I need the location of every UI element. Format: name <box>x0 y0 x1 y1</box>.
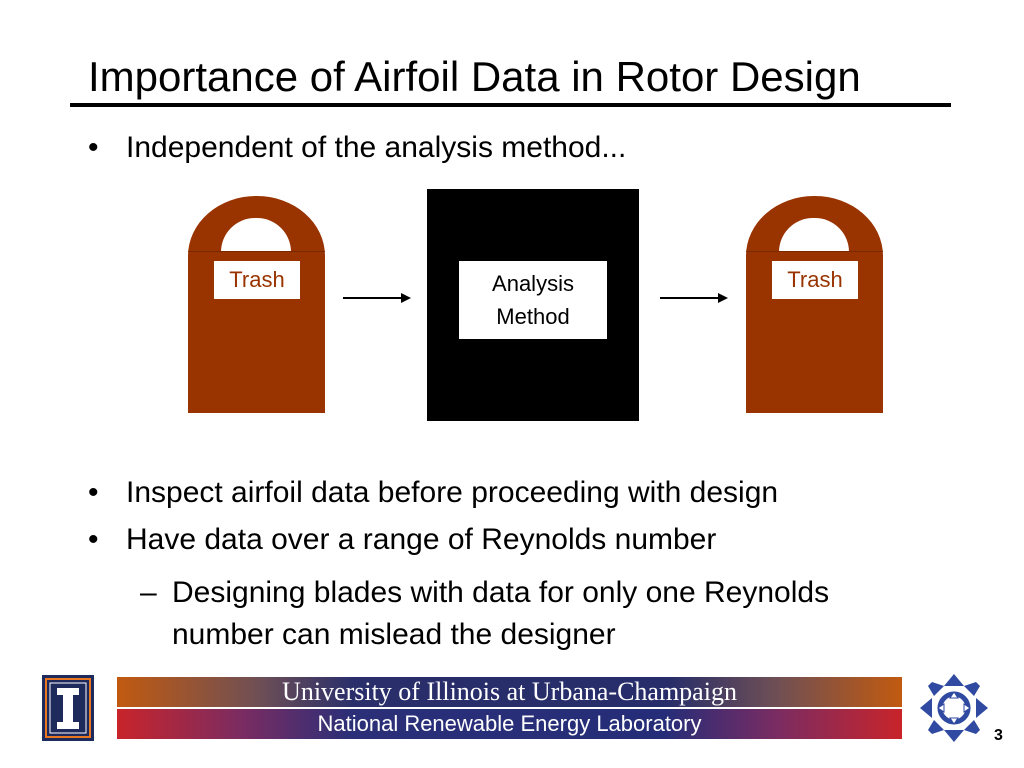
bullet-glyph: • <box>88 523 99 556</box>
trash-can-input: Trash <box>188 196 325 413</box>
trash-label-input: Trash <box>214 261 300 299</box>
bullet-glyph: • <box>88 131 99 164</box>
nrel-banner: National Renewable Energy Laboratory <box>117 709 902 739</box>
analysis-method-box: Analysis Method <box>427 189 639 421</box>
bullet-text: Have data over a range of Reynolds numbe… <box>126 523 717 556</box>
sub-bullet-glyph: – <box>140 576 157 609</box>
trash-can-lid-line <box>746 251 883 252</box>
banner-separator <box>117 707 902 709</box>
title-underline <box>70 103 951 107</box>
trash-can-handle-icon <box>779 218 849 252</box>
slide-title: Importance of Airfoil Data in Rotor Desi… <box>88 53 861 100</box>
bullet-text: Inspect airfoil data before proceeding w… <box>126 476 779 509</box>
arrow-right-icon <box>660 293 728 303</box>
analysis-method-label: Analysis Method <box>459 261 607 339</box>
bullet-glyph: • <box>88 476 99 509</box>
trash-can-handle-icon <box>221 218 291 252</box>
trash-label-output: Trash <box>772 261 858 299</box>
sub-bullet-text: Designing blades with data for only one … <box>172 576 830 651</box>
trash-can-output: Trash <box>746 196 883 413</box>
nrel-logo-icon <box>920 674 988 742</box>
illinois-i-logo-icon <box>42 675 94 741</box>
university-banner: University of Illinois at Urbana-Champai… <box>117 677 902 707</box>
trash-can-lid-line <box>188 251 325 252</box>
arrow-right-icon <box>343 293 411 303</box>
bullet-text: Independent of the analysis method... <box>126 131 627 164</box>
page-number: 3 <box>994 727 1003 744</box>
